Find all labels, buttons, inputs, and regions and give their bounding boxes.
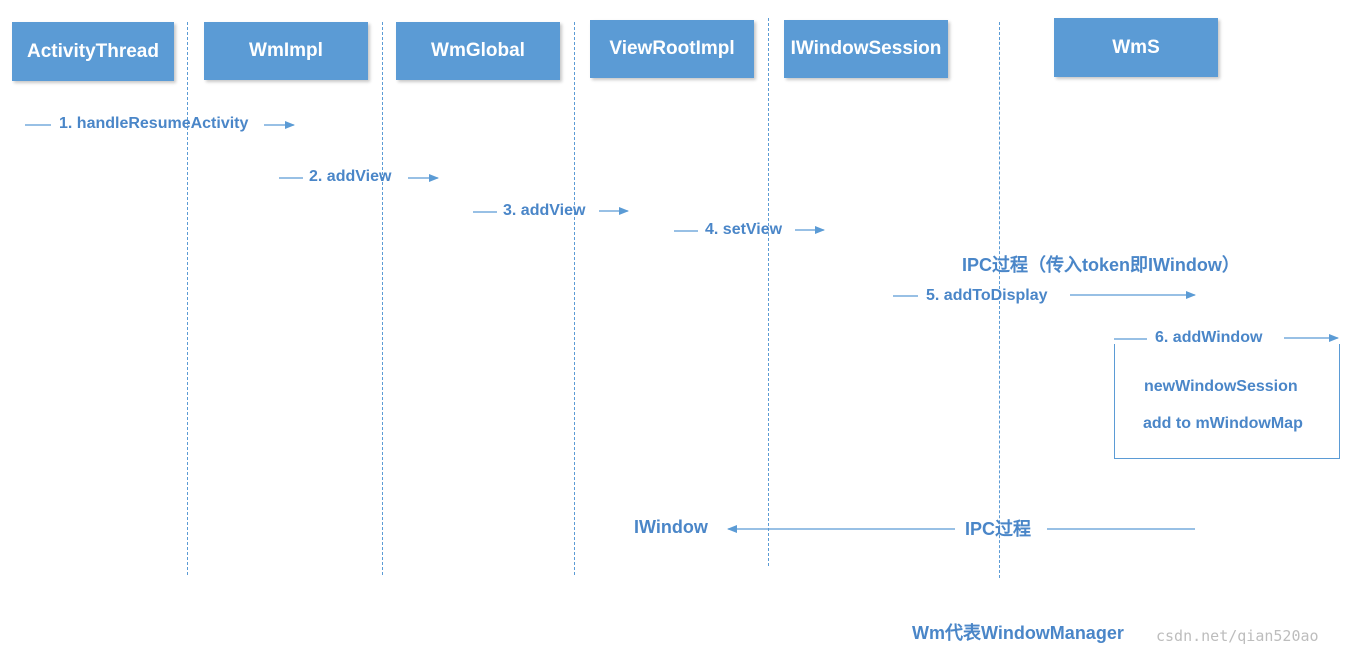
return-target-label: IWindow [634,517,708,537]
wms-action-add-to-window-map: add to mWindowMap [1143,415,1303,432]
lifeline-iwindowsession [999,22,1000,578]
ipc-note: IPC过程（传入token即IWindow） [962,255,1240,275]
lifeline-wmglobal [574,22,575,575]
participant-activitythread: ActivityThread [12,22,174,81]
return-ipc-label: IPC过程 [965,519,1032,539]
message-1-label: 1. handleResumeActivity [59,115,249,132]
message-3-label: 3. addView [503,202,586,219]
lifeline-wmimpl [382,22,383,575]
wms-action-new-window-session: newWindowSession [1144,378,1298,395]
message-4-label: 4. setView [705,221,783,238]
participant-viewrootimpl: ViewRootImpl [590,20,754,78]
footnote: Wm代表WindowManager [912,623,1124,643]
wms-activation-bracket [1114,344,1340,459]
participant-iwindowsession: IWindowSession [784,20,948,78]
message-2-label: 2. addView [309,168,392,185]
participant-wms: WmS [1054,18,1218,77]
lifeline-activitythread [187,22,188,575]
watermark: csdn.net/qian520ao [1156,627,1319,645]
message-6-label: 6. addWindow [1155,329,1263,346]
participant-wmglobal: WmGlobal [396,22,560,80]
message-5-label: 5. addToDisplay [926,287,1048,304]
participant-wmimpl: WmImpl [204,22,368,80]
lifeline-viewrootimpl [768,18,769,566]
